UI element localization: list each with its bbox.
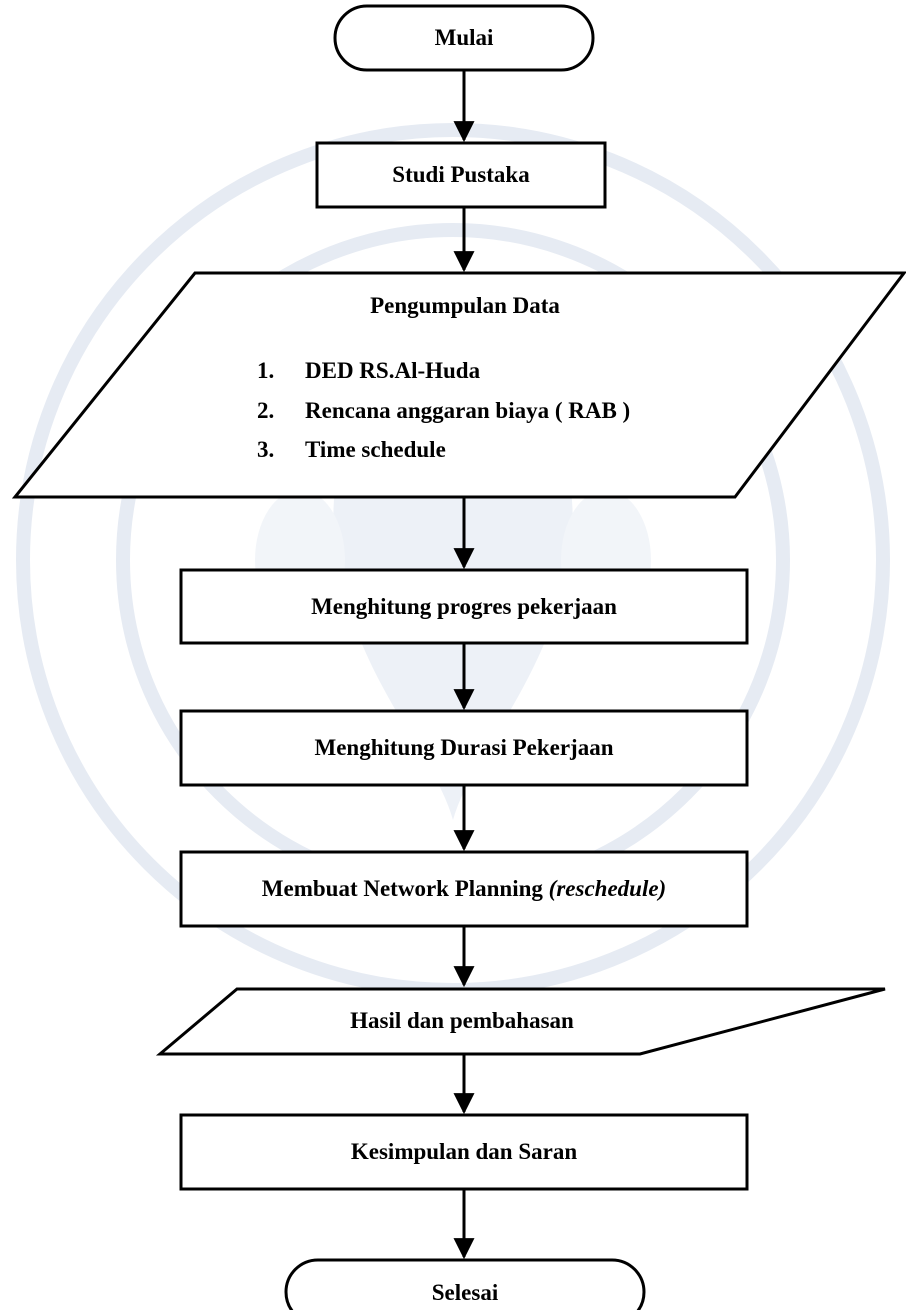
list-item-text: Time schedule [305, 437, 446, 462]
network-planning-italic-text: (reschedule) [548, 876, 667, 901]
data-collection-item: 2. Rencana anggaran biaya ( RAB ) [257, 397, 757, 425]
start-label: Mulai [434, 25, 494, 50]
network-planning-box [179, 850, 749, 928]
conclusion-box [179, 1113, 749, 1191]
list-item-number: 2. [257, 398, 275, 423]
results-parallelogram [155, 987, 886, 1056]
literature-study-box [315, 141, 607, 209]
end-terminator [284, 1258, 646, 1310]
list-item-number: 3. [257, 437, 275, 462]
progress-calc-label: Menghitung progres pekerjaan [311, 594, 617, 619]
data-collection-parallelogram [11, 271, 906, 499]
conclusion-label: Kesimpulan dan Saran [350, 1139, 578, 1164]
progress-calc-box [179, 568, 749, 645]
results-label: Hasil dan pembahasan [350, 1008, 574, 1033]
list-item-number: 1. [257, 358, 275, 383]
literature-study-label: Studi Pustaka [392, 162, 530, 187]
duration-calc-box [179, 709, 749, 787]
network-planning-main-text: Membuat Network Planning [261, 876, 549, 901]
list-item-text: DED RS.Al-Huda [305, 358, 481, 383]
data-collection-item: 1. DED RS.Al-Huda [257, 357, 757, 385]
network-planning-label: Membuat Network Planning (reschedule) [181, 875, 747, 903]
data-collection-item: 3. Time schedule [257, 436, 757, 464]
list-item-text: Rencana anggaran biaya ( RAB ) [305, 398, 631, 423]
duration-calc-label: Menghitung Durasi Pekerjaan [314, 735, 614, 760]
data-collection-title: Pengumpulan Data [370, 293, 560, 318]
end-label: Selesai [431, 1280, 499, 1305]
